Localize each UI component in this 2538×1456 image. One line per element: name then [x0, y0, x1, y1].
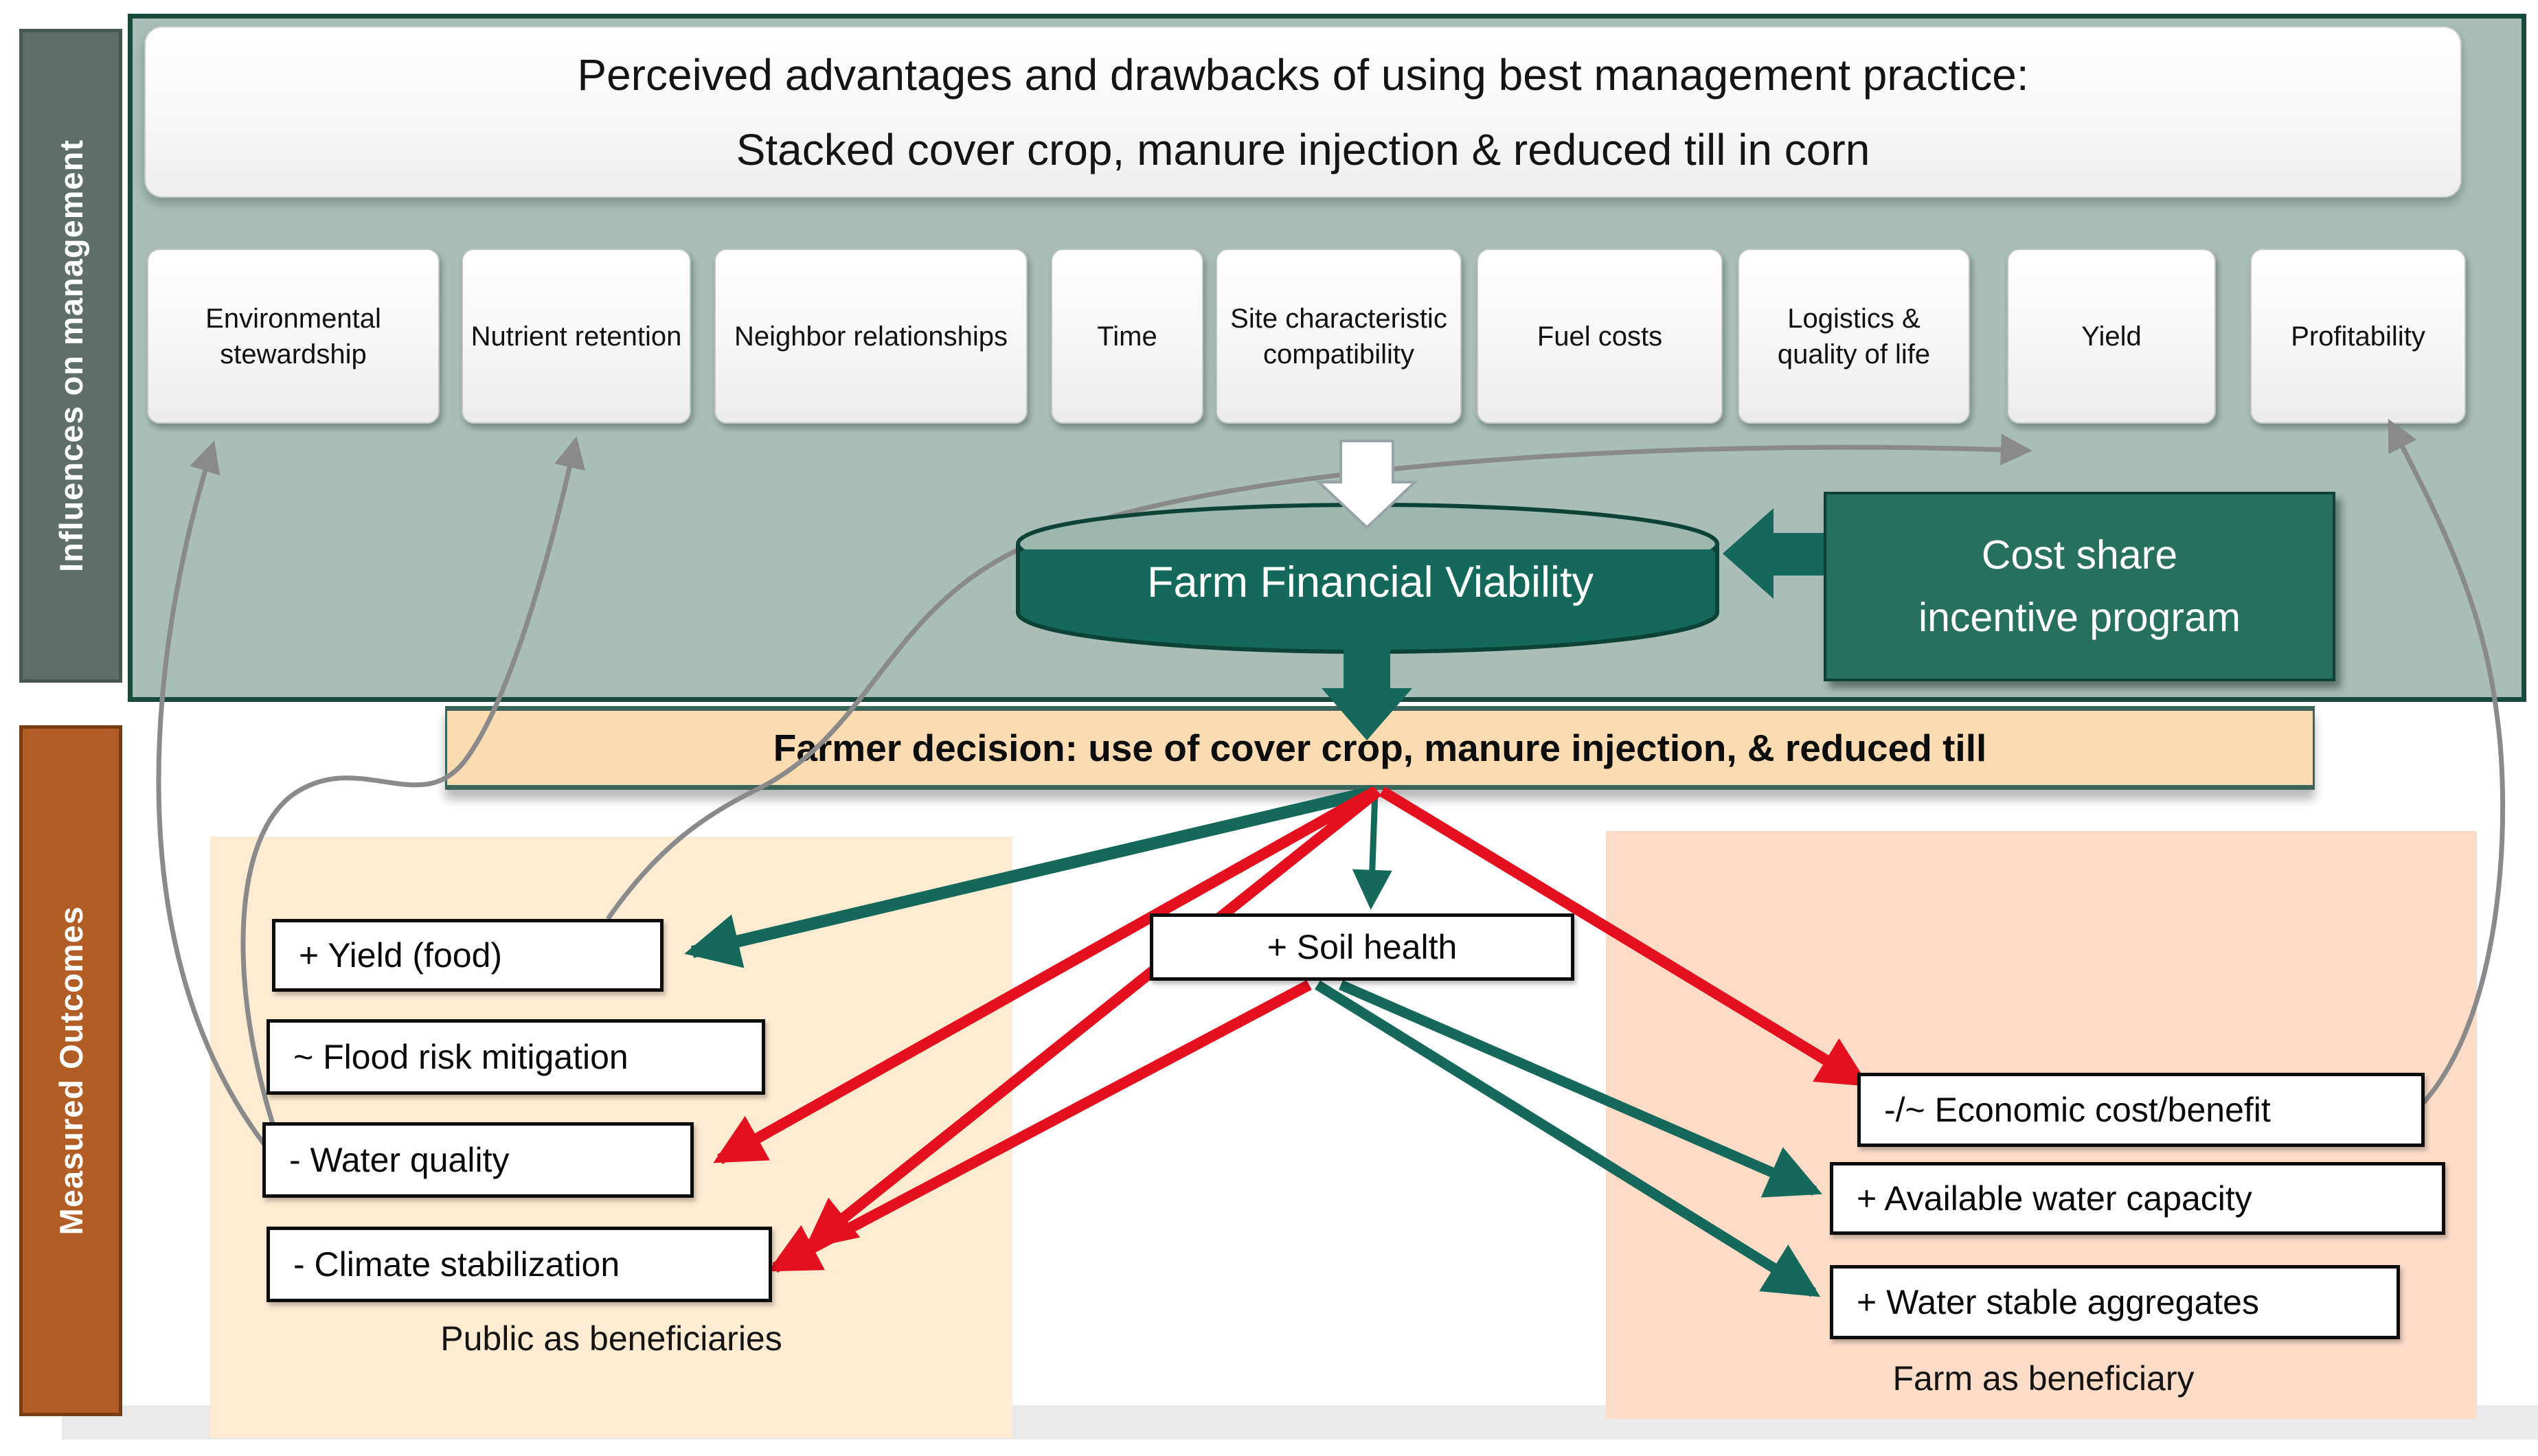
influence-site-characteristic-compatibility: Site characteristic compatibility	[1216, 249, 1462, 424]
sidebar-measured-outcomes: Measured Outcomes	[19, 725, 122, 1416]
outcome-yield-food: + Yield (food)	[272, 919, 664, 992]
cost-share-left-arrow	[1723, 508, 1827, 599]
cost-share-line1: Cost share	[1981, 532, 2178, 578]
outcome-available-water-capacity: + Available water capacity	[1830, 1162, 2445, 1235]
arrow-soil-health-to-climate-stabilization	[768, 979, 1312, 1273]
outcome-soil-health: + Soil health	[1150, 913, 1574, 981]
feedback-arrow-water-quality-to-environmental-stewardship	[156, 440, 278, 1161]
teal-down-arrow	[1322, 646, 1412, 740]
arrow-decision-to-water-quality	[713, 786, 1378, 1164]
influence-nutrient-retention: Nutrient retention	[462, 249, 691, 424]
arrow-soil-health-to-available-water-capacity	[1339, 980, 1823, 1198]
page-title-line2: Stacked cover crop, manure injection & r…	[736, 124, 1870, 174]
arrow-decision-to-climate-stabilization	[804, 786, 1381, 1249]
cost-share-incentive-box: Cost share incentive program	[1824, 492, 2335, 681]
influence-logistics-quality-of-life: Logistics & quality of life	[1738, 249, 1970, 424]
influence-environmental-stewardship: Environmental stewardship	[147, 249, 440, 424]
feedback-arrow-water-quality-to-nutrient-retention	[240, 436, 585, 1155]
public-beneficiaries-caption: Public as beneficiaries	[440, 1319, 782, 1358]
farmer-decision-bar: Farmer decision: use of cover crop, manu…	[445, 706, 2315, 790]
arrow-soil-health-to-water-stable-aggregates	[1315, 980, 1821, 1297]
sidebar-influences-on-management: Influences on management	[19, 29, 122, 683]
outcome-water-stable-aggregates: + Water stable aggregates	[1830, 1265, 2400, 1339]
outcome-economic-cost-benefit: -/~ Economic cost/benefit	[1857, 1073, 2425, 1147]
influence-fuel-costs: Fuel costs	[1477, 249, 1723, 424]
farm-beneficiary-caption: Farm as beneficiary	[1892, 1359, 2195, 1398]
outcome-water-quality: - Water quality	[262, 1122, 694, 1198]
arrow-decision-to-soil-health	[1352, 790, 1392, 910]
farm-financial-viability-cylinder	[1016, 503, 1719, 654]
title-box: Perceived advantages and drawbacks of us…	[144, 26, 2462, 198]
white-down-arrow	[1315, 440, 1419, 530]
arrow-decision-to-economic-cost-benefit	[1379, 786, 1870, 1087]
influence-yield: Yield	[2007, 249, 2216, 424]
page-title-line1: Perceived advantages and drawbacks of us…	[577, 49, 2029, 100]
farm-financial-viability-label: Farm Financial Viability	[1146, 558, 1594, 606]
feedback-arrow-yield-food-to-yield	[606, 433, 2032, 920]
arrow-decision-to-yield-food	[684, 785, 1377, 968]
cost-share-line2: incentive program	[1918, 595, 2241, 640]
influence-neighbor-relationships: Neighbor relationships	[714, 249, 1028, 424]
outcome-climate-stabilization: - Climate stabilization	[267, 1227, 772, 1302]
influence-time: Time	[1051, 249, 1203, 424]
feedback-arrow-economic-to-profitability	[2388, 418, 2506, 1105]
influence-profitability: Profitability	[2250, 249, 2466, 424]
outcome-flood-risk-mitigation: ~ Flood risk mitigation	[267, 1019, 765, 1095]
